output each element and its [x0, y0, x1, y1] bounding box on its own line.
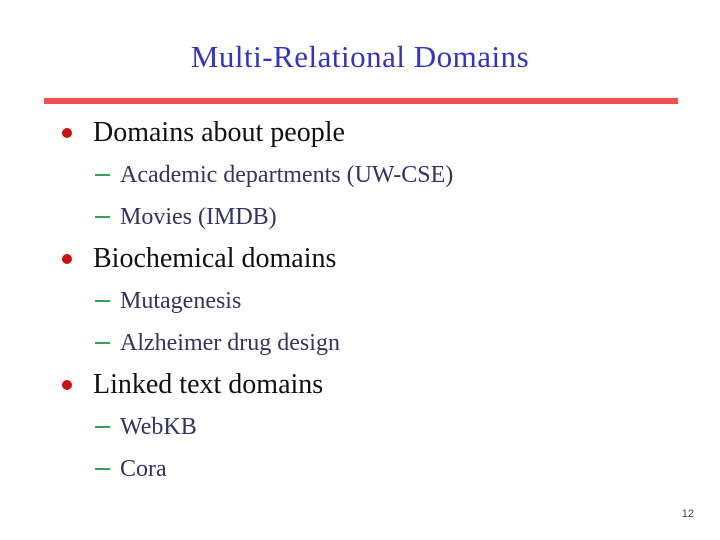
dash-icon — [95, 216, 110, 218]
page-number: 12 — [681, 508, 694, 520]
list-item: Linked text domains — [0, 364, 720, 406]
list-item: Movies (IMDB) — [0, 196, 720, 238]
list-item-label: Biochemical domains — [93, 243, 337, 274]
list-item: WebKB — [0, 406, 720, 448]
list-item: Alzheimer drug design — [0, 322, 720, 364]
list-item-label: Domains about people — [93, 117, 345, 148]
list-item-label: Movies (IMDB) — [120, 203, 277, 230]
list-item-label: Cora — [120, 455, 167, 482]
list-item-label: Mutagenesis — [120, 287, 242, 314]
dash-icon — [95, 300, 110, 302]
dash-icon — [95, 468, 110, 470]
dash-icon — [95, 174, 110, 176]
list-item-label: Linked text domains — [93, 369, 324, 400]
bullet-dot-icon — [62, 380, 72, 390]
bullet-list: Domains about people Academic department… — [0, 112, 720, 490]
list-item: Academic departments (UW-CSE) — [0, 154, 720, 196]
dash-icon — [95, 342, 110, 344]
dash-icon — [95, 426, 110, 428]
list-item: Biochemical domains — [0, 238, 720, 280]
list-item: Domains about people — [0, 112, 720, 154]
bullet-dot-icon — [62, 254, 72, 264]
list-item-label: WebKB — [120, 413, 197, 440]
list-item-label: Academic departments (UW-CSE) — [120, 161, 454, 188]
title-rule — [44, 98, 678, 104]
list-item-label: Alzheimer drug design — [120, 329, 340, 356]
bullet-dot-icon — [62, 128, 72, 138]
list-item: Mutagenesis — [0, 280, 720, 322]
slide-title: Multi-Relational Domains — [190, 39, 530, 74]
list-item: Cora — [0, 448, 720, 490]
